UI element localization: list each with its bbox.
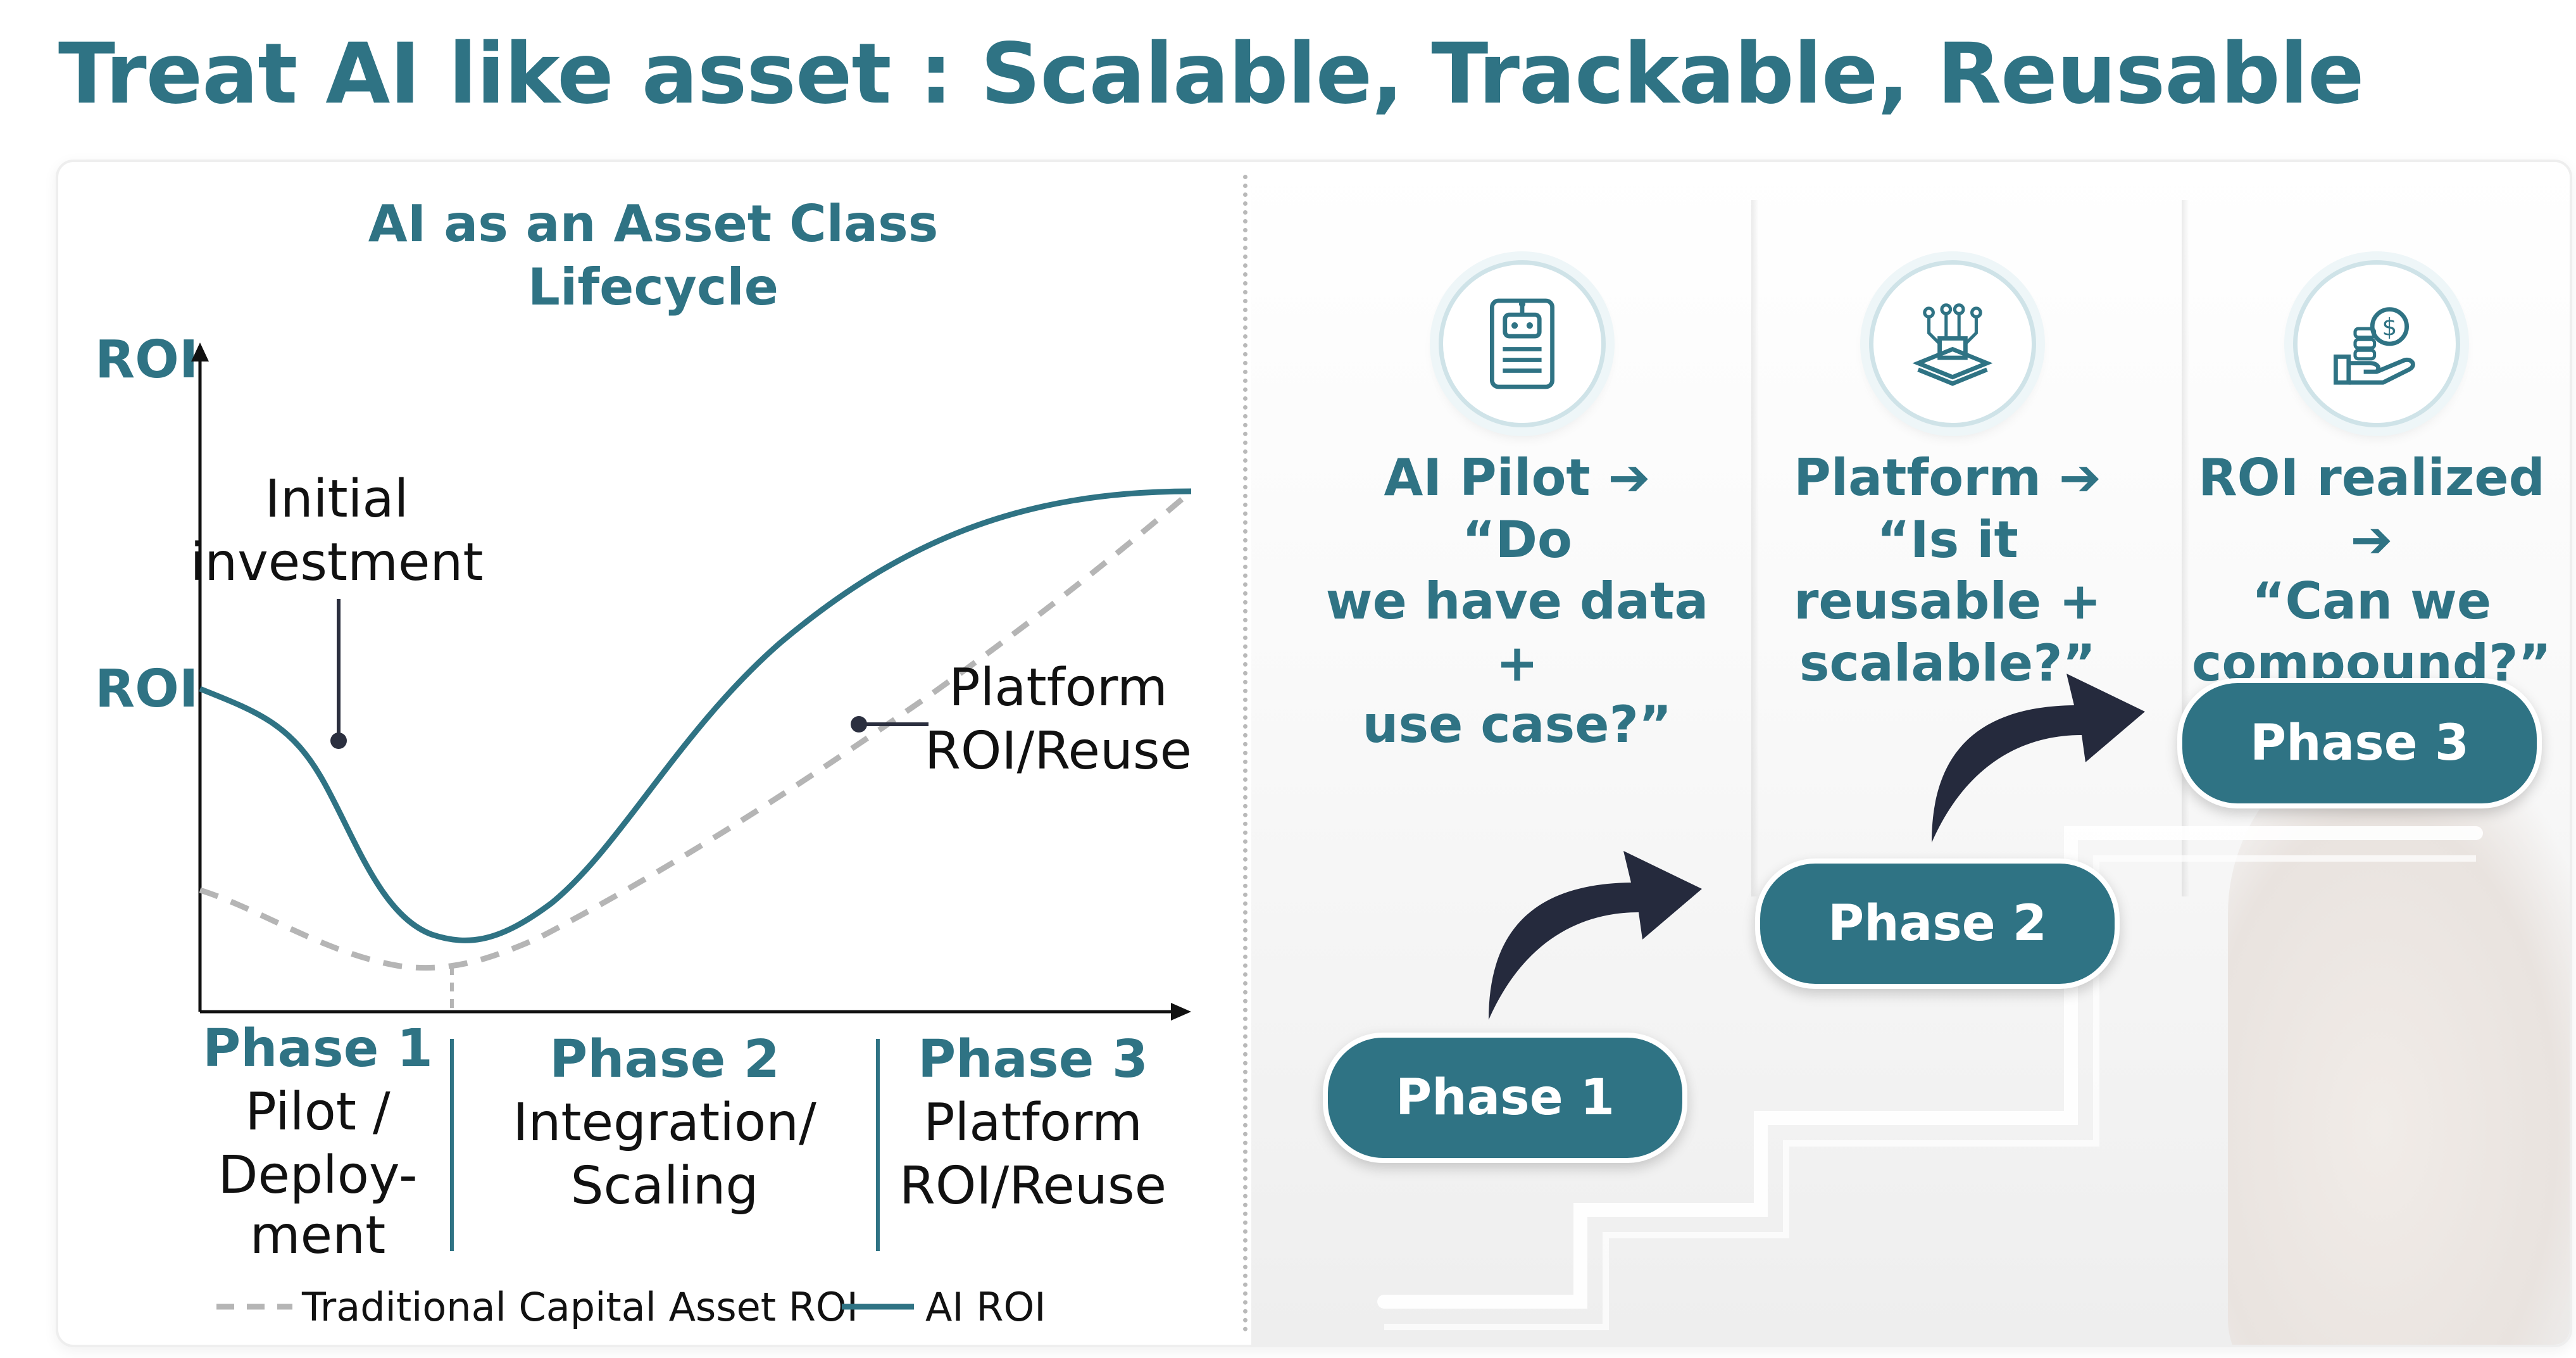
step2-question-line1: Platform ➔ “Is it — [1794, 448, 2101, 569]
phase3-sub-line1: Platform — [923, 1093, 1142, 1153]
step1-icon-circle — [1439, 260, 1606, 427]
annotation-initial-dot — [330, 732, 347, 749]
section-divider — [1243, 175, 1247, 1332]
step2-question: Platform ➔ “Is it reusable + scalable?” — [1751, 447, 2144, 694]
annotation-initial-line2: investment — [190, 532, 483, 593]
phase1-sub-line3: ment — [250, 1205, 385, 1266]
circuit-platform-icon — [1912, 303, 1993, 386]
page-title: Treat AI like asset : Scalable, Trackabl… — [58, 25, 2365, 123]
robot-document-icon — [1490, 298, 1554, 389]
step1-question-line1: AI Pilot ➔ “Do — [1384, 448, 1651, 569]
step1-question: AI Pilot ➔ “Do we have data + use case?” — [1321, 447, 1713, 756]
phase2-pill[interactable]: Phase 2 — [1755, 858, 2120, 989]
coin-hand-icon: $ — [2334, 307, 2415, 385]
x-axis-arrowhead — [1171, 1003, 1191, 1021]
legend-ai-label: AI ROI — [925, 1284, 1046, 1330]
phase1-sub-line2: Deploy- — [218, 1145, 417, 1205]
column-shade-1 — [1751, 200, 1759, 896]
step1-question-line2: we have data + — [1325, 572, 1709, 693]
ai-roi-curve — [199, 488, 1192, 943]
y-start-label: ROI — [95, 659, 198, 719]
step3-question-line1: ROI realized ➔ — [2198, 448, 2545, 569]
phase3-pill[interactable]: Phase 3 — [2177, 678, 2542, 808]
phase2-sub-line1: Integration/ — [513, 1093, 816, 1153]
annotation-platform-line2: ROI/Reuse — [925, 721, 1192, 781]
arrow-to-phase3 — [1932, 674, 2145, 843]
step2-question-line2: reusable + — [1793, 572, 2102, 631]
annotation-initial-line1: Initial — [265, 469, 409, 529]
chart-title-line1: AI as an Asset Class — [368, 194, 939, 253]
phase3-label: Phase 3 — [918, 1029, 1148, 1090]
lifecycle-chart: AI as an Asset Class Lifecycle ROI ROI I… — [95, 194, 1193, 1330]
y-axis-label: ROI — [95, 330, 198, 390]
chart-title-line2: Lifecycle — [528, 258, 778, 317]
annotation-platform-line1: Platform — [949, 658, 1168, 718]
phase2-label: Phase 2 — [549, 1029, 780, 1090]
step2-question-line3: scalable?” — [1799, 633, 2096, 693]
step3-question-line2: “Can we — [2251, 572, 2492, 631]
phase2-sub-line2: Scaling — [571, 1156, 759, 1216]
step1-question-line3: use case?” — [1362, 695, 1672, 755]
y-axis-arrowhead — [191, 343, 209, 362]
step3-icon-circle: $ — [2293, 260, 2460, 427]
phase1-label: Phase 1 — [203, 1019, 433, 1079]
phase3-sub-line2: ROI/Reuse — [899, 1156, 1166, 1216]
step3-question: ROI realized ➔ “Can we compound?” — [2175, 447, 2568, 694]
content-card: AI as an Asset Class Lifecycle ROI ROI I… — [56, 160, 2572, 1347]
svg-text:$: $ — [2382, 313, 2398, 341]
staircase-panel: $ AI Pilot ➔ “Do we have data + use case… — [1251, 162, 2570, 1345]
arrow-to-phase2 — [1489, 851, 1702, 1020]
phase1-sub-line1: Pilot / — [245, 1082, 391, 1142]
step2-icon-circle — [1869, 260, 2036, 427]
traditional-roi-curve — [199, 489, 1193, 971]
legend-traditional-label: Traditional Capital Asset ROI — [301, 1284, 858, 1330]
phase1-pill[interactable]: Phase 1 — [1323, 1033, 1687, 1163]
